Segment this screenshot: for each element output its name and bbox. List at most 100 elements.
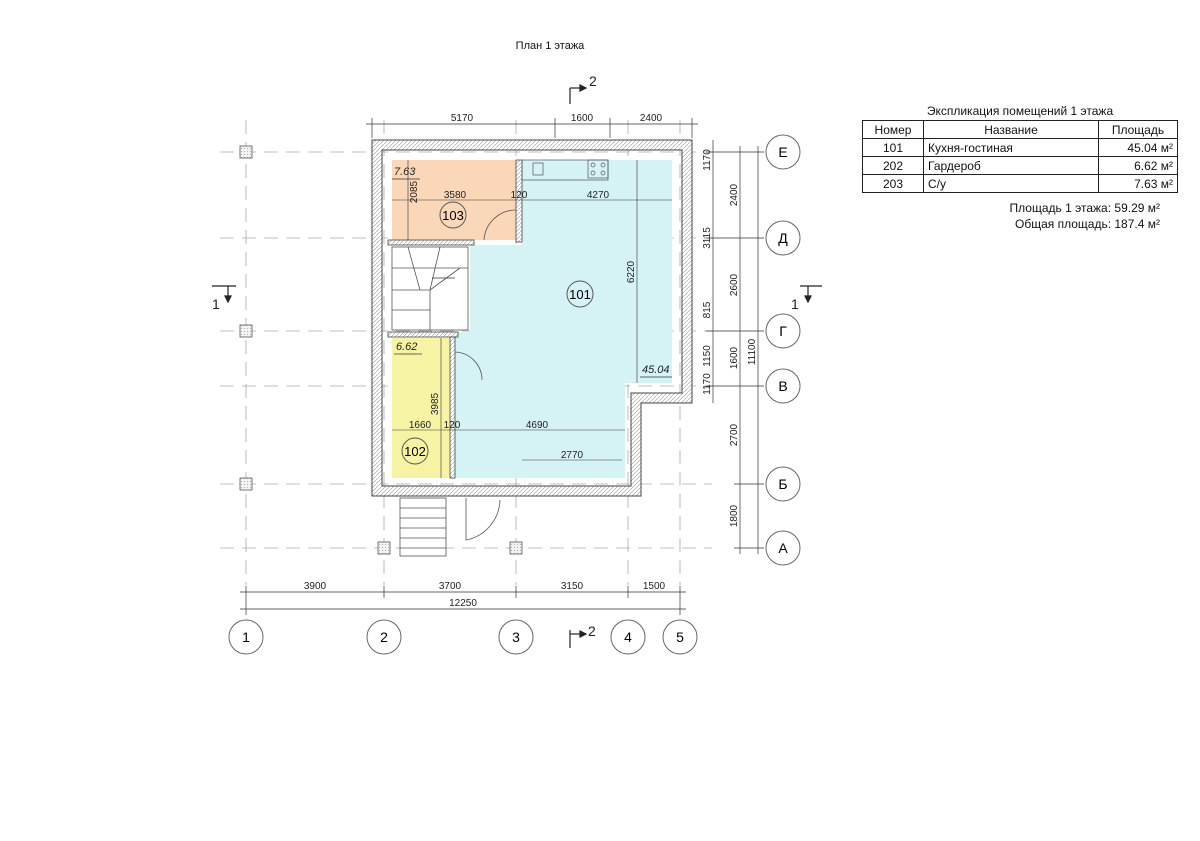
table-header-row: Номер Название Площадь [862,120,1178,139]
room-fill-101 [452,160,672,478]
top-dimension-lines [366,118,698,138]
axis-bubble-3: 3 [498,619,534,655]
svg-text:4: 4 [624,629,632,645]
staircase [391,246,469,331]
dim-text: 1500 [643,581,666,592]
axis-bubble-b: Б [765,466,801,502]
dim-text: 1660 [409,420,432,431]
dim-text: 4690 [526,420,549,431]
svg-text:А: А [778,540,788,556]
explication-table: Номер Название Площадь 101 Кухня-гостина… [862,120,1178,193]
axis-bubble-5: 5 [662,619,698,655]
dim-text: 2400 [640,113,663,124]
area-totals: Площадь 1 этажа: 59.29 м² Общая площадь:… [960,200,1160,232]
dim-text: 3115 [702,227,713,249]
section-marks: 2 2 1 1 [212,73,822,648]
exterior-walls [371,139,693,497]
cell-number: 101 [862,138,924,157]
room-tag-102: 102 [401,437,429,465]
dim-text: 1600 [571,113,594,124]
dim-text: 1170 [702,373,713,395]
entrance-steps [399,497,501,557]
room-area-101: 45.04 [642,364,670,376]
dim-text: 1600 [729,346,740,369]
dim-text: 3700 [439,581,462,592]
doors [454,209,517,381]
svg-text:Г: Г [779,323,787,339]
axis-bubble-g: Г [765,313,801,349]
interior-walls [387,159,523,479]
room-area-labels: 45.04 6.62 7.63 [392,166,672,378]
cell-name: Кухня-гостиная [923,138,1099,157]
dim-text: 3985 [430,392,441,415]
dim-text: 1150 [702,345,713,367]
section-mark-bottom: 2 [569,623,596,648]
svg-text:1: 1 [242,629,250,645]
floor-area-total: Площадь 1 этажа: 59.29 м² [1009,201,1160,215]
svg-text:1: 1 [212,296,220,312]
explication-title: Экспликация помещений 1 этажа [926,104,1114,118]
dim-text: 1800 [729,504,740,527]
dim-text: 6220 [626,260,637,283]
table-row: 101 Кухня-гостиная 45.04 м² [862,138,1178,157]
room-area-103: 7.63 [394,166,416,178]
dim-text: 3900 [304,581,327,592]
svg-text:102: 102 [404,444,426,459]
right-dimension-texts: 1170 3115 815 1150 1170 2400 2600 1600 2… [702,149,758,527]
room-area-102: 6.62 [396,341,417,353]
interior-dimension-lines [392,160,672,478]
axis-bubble-e: Е [765,134,801,170]
axis-bubbles-horizontal: Е Д Г В Б А [765,134,801,566]
dim-text: 12250 [449,598,477,609]
svg-text:2: 2 [380,629,388,645]
table-row: 203 С/у 7.63 м² [862,174,1178,193]
table-row: 202 Гардероб 6.62 м² [862,156,1178,175]
svg-text:103: 103 [442,208,464,223]
svg-text:5: 5 [676,629,684,645]
svg-text:2: 2 [588,623,596,639]
cell-area: 7.63 м² [1098,174,1178,193]
cell-number: 202 [862,156,924,175]
cell-number: 203 [862,174,924,193]
cell-name: С/у [923,174,1099,193]
dim-text: 815 [702,301,713,318]
dim-text: 1170 [702,149,713,171]
svg-text:2: 2 [589,73,597,89]
svg-text:В: В [778,378,787,394]
dim-text: 2400 [729,183,740,206]
room-fill-102 [392,338,450,478]
dim-text: 3150 [561,581,584,592]
section-mark-top: 2 [569,73,597,104]
cell-area: 45.04 м² [1098,138,1178,157]
axis-bubbles-vertical: 1 2 3 4 5 [228,619,698,655]
svg-text:1: 1 [791,296,799,312]
dim-text: 2085 [409,180,420,203]
cell-name: Гардероб [923,156,1099,175]
dim-text: 3580 [444,190,467,201]
svg-text:Д: Д [778,230,788,246]
column-header-number: Номер [862,120,924,139]
axis-bubble-1: 1 [228,619,264,655]
axis-bubble-a: А [765,530,801,566]
dim-text: 2770 [561,450,584,461]
room-tags: 101 102 103 [401,201,594,465]
overall-area-total: Общая площадь: 187.4 м² [1015,217,1160,231]
axis-bubble-4: 4 [610,619,646,655]
cell-area: 6.62 м² [1098,156,1178,175]
dim-text: 5170 [451,113,474,124]
bottom-dimension-texts: 3900 3700 3150 1500 12250 [304,581,666,609]
section-mark-right: 1 [791,285,822,312]
room-tag-101: 101 [566,280,594,308]
top-dimension-texts: 5170 1600 2400 [451,113,663,124]
section-mark-left: 1 [212,285,236,312]
dim-text: 120 [511,190,528,201]
dim-text: 4270 [587,190,610,201]
interior-dimension-texts: 3580 120 4270 2085 6220 3985 1660 120 46… [409,180,637,461]
dim-text: 120 [444,420,461,431]
svg-text:Б: Б [778,476,787,492]
page-title: План 1 этажа [515,40,585,52]
svg-text:3: 3 [512,629,520,645]
dim-text: 2600 [729,273,740,296]
kitchen-fixtures [521,159,609,181]
